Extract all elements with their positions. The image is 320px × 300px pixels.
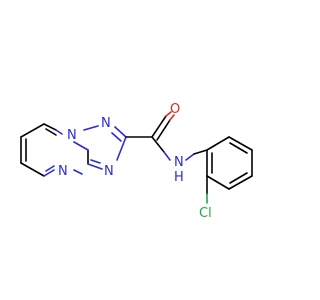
bond-c7-n4 (43, 169, 55, 177)
bond-c8-n1-n (73, 141, 89, 151)
bond-nh-caryl-c (193, 149, 208, 155)
atom-label-n1: N (67, 128, 77, 143)
bond-c4-c3 (43, 123, 57, 131)
phenyl-ring (206, 136, 253, 204)
triazole-ring (83, 125, 127, 170)
bond-p2-p3-inner (229, 142, 248, 154)
bond-ccarbonyl-nh (151, 136, 165, 153)
bond-n1-n2 (83, 125, 99, 131)
molecule-structure: N N N N O N H Cl (0, 0, 300, 300)
bond-p2-p3 (228, 136, 253, 151)
bond-ccarbonyl-o-double-end (169, 114, 175, 121)
amide-group (125, 111, 208, 161)
bond-c3-n1 (55, 129, 63, 135)
bond-ccarbonyl-o-double (156, 119, 171, 141)
bond-n3-c8-inner (90, 159, 101, 164)
bond-n2-c2-inner (111, 132, 122, 142)
bond-ccarbonyl-o-end (165, 111, 172, 117)
atom-label-n3: N (104, 164, 114, 179)
bond-nh-caryl (185, 153, 195, 161)
bond-p5-p6 (206, 175, 230, 190)
atom-label-nh-n: N (174, 155, 184, 170)
bond-n3-c8 (87, 163, 103, 170)
bond-c4-c3-inner (45, 128, 57, 136)
atom-label-cl: Cl (199, 206, 212, 221)
bond-n4-c8 (73, 169, 83, 175)
canvas-background (0, 0, 300, 300)
bond-c5-c4 (20, 123, 45, 138)
pyrimidine-ring (20, 123, 89, 177)
atom-label-n2: N (101, 116, 111, 131)
bond-p4-p5 (228, 175, 253, 190)
atom-labels: N N N N O N H Cl (58, 102, 212, 221)
bond-p1-p2 (206, 136, 230, 151)
bond-n2-c2 (114, 126, 127, 138)
bond-ccarbonyl-nh-end (163, 151, 171, 161)
bond-c2-n3 (116, 136, 127, 161)
atom-label-o: O (170, 102, 180, 117)
bond-c7-n4-inner (45, 165, 55, 172)
bond-p4-p5-inner (229, 172, 248, 184)
atom-label-n4: N (58, 164, 68, 179)
bond-c6-c7 (20, 162, 45, 177)
atom-label-nh-h: H (174, 170, 184, 185)
bond-ccarbonyl-o (151, 115, 167, 138)
